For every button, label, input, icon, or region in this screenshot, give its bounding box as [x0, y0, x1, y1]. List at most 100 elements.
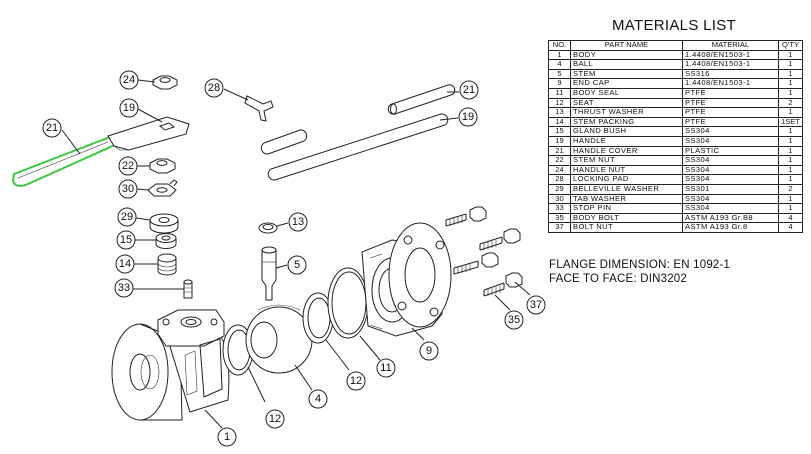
materials-list-title: MATERIALS LIST: [612, 17, 736, 34]
header-qty: Q'TY: [778, 40, 803, 51]
svg-text:29: 29: [121, 211, 133, 223]
leader-lines: [61, 79, 531, 429]
svg-text:21: 21: [46, 122, 58, 134]
row-part-name: BALL: [570, 59, 683, 70]
row-material: 1.4408/EN1503-1: [682, 59, 779, 70]
svg-text:12: 12: [269, 413, 281, 425]
row-qty: 1: [778, 78, 803, 89]
row-qty: 1: [778, 174, 803, 185]
callout-12-right: 12: [346, 371, 366, 391]
row-qty: 4: [778, 222, 803, 233]
callout-19: 19: [119, 98, 139, 118]
row-part-name: BELLEVILLE WASHER: [570, 183, 683, 195]
row-part-name: BOLT NUT: [570, 222, 683, 233]
row-part-name: LOCKING PAD: [570, 174, 683, 185]
callout-11: 11: [376, 358, 396, 378]
row-material: SS304: [682, 155, 779, 166]
callout-24: 24: [119, 70, 139, 90]
row-no: 15: [548, 126, 571, 137]
row-no: 14: [548, 116, 571, 128]
row-material: SS304: [682, 164, 779, 176]
svg-text:28: 28: [208, 82, 220, 94]
materials-header-row: NO. PART NAME MATERIAL Q'TY: [548, 40, 803, 51]
callout-33: 33: [114, 278, 134, 298]
svg-text:37: 37: [530, 299, 542, 311]
svg-text:22: 22: [122, 160, 134, 172]
row-part-name: STOP PIN: [570, 203, 683, 214]
callout-19-handle-tube: 19: [458, 107, 478, 127]
row-qty: 2: [778, 97, 803, 109]
row-no: 4: [548, 59, 571, 70]
row-material: PTFE: [682, 116, 779, 128]
handle-cover-part-21: [11, 135, 119, 187]
row-no: 21: [548, 145, 571, 157]
row-part-name: BODY BOLT: [570, 212, 683, 224]
header-material: MATERIAL: [682, 40, 779, 51]
row-qty: 1: [778, 87, 803, 99]
row-qty: 1: [778, 193, 803, 205]
ball-part-4: [245, 304, 313, 374]
row-material: SS304: [682, 135, 779, 147]
row-material: PTFE: [682, 107, 779, 118]
callout-22: 22: [118, 156, 138, 176]
callout-30: 30: [118, 179, 138, 199]
row-part-name: HANDLE COVER: [570, 145, 683, 157]
body-seal-part-11: [327, 267, 369, 339]
handle-tube-part-19: [260, 113, 449, 181]
row-qty: 1: [778, 135, 803, 147]
row-material: PTFE: [682, 97, 779, 109]
row-qty: 1: [778, 68, 803, 80]
callout-4: 4: [308, 389, 328, 409]
svg-text:21: 21: [463, 84, 475, 96]
callout-9: 9: [419, 341, 439, 361]
row-no: 13: [548, 107, 571, 118]
row-part-name: BODY: [570, 49, 683, 61]
end-cap-part-9: [361, 222, 452, 337]
row-part-name: THRUST WASHER: [570, 107, 683, 118]
row-part-name: END CAP: [570, 78, 683, 89]
thrust-washer-part-13: [258, 222, 278, 234]
row-qty: 1: [778, 164, 803, 176]
row-qty: 1: [778, 107, 803, 118]
row-no: 19: [548, 135, 571, 147]
svg-text:35: 35: [508, 314, 520, 326]
row-material: SS304: [682, 193, 779, 205]
row-no: 5: [548, 68, 571, 80]
svg-text:24: 24: [123, 74, 135, 86]
row-no: 35: [548, 212, 571, 224]
row-no: 22: [548, 155, 571, 166]
callout-29: 29: [117, 207, 137, 227]
stem-nut-part-22: [149, 158, 176, 174]
svg-text:19: 19: [462, 111, 474, 123]
row-material: SS304: [682, 126, 779, 137]
callout-5: 5: [287, 255, 307, 275]
row-part-name: SEAT: [570, 97, 683, 109]
svg-text:5: 5: [294, 259, 300, 271]
row-qty: 1: [778, 59, 803, 70]
row-part-name: STEM NUT: [570, 155, 683, 166]
callout-28: 28: [204, 78, 224, 98]
row-no: 24: [548, 164, 571, 176]
row-qty: 1: [778, 203, 803, 214]
row-part-name: HANDLE NUT: [570, 164, 683, 176]
bolt-nuts-part-37: [469, 206, 523, 288]
header-no: NO.: [548, 40, 571, 51]
row-qty: 1: [778, 126, 803, 137]
row-part-name: BODY SEAL: [570, 87, 683, 99]
